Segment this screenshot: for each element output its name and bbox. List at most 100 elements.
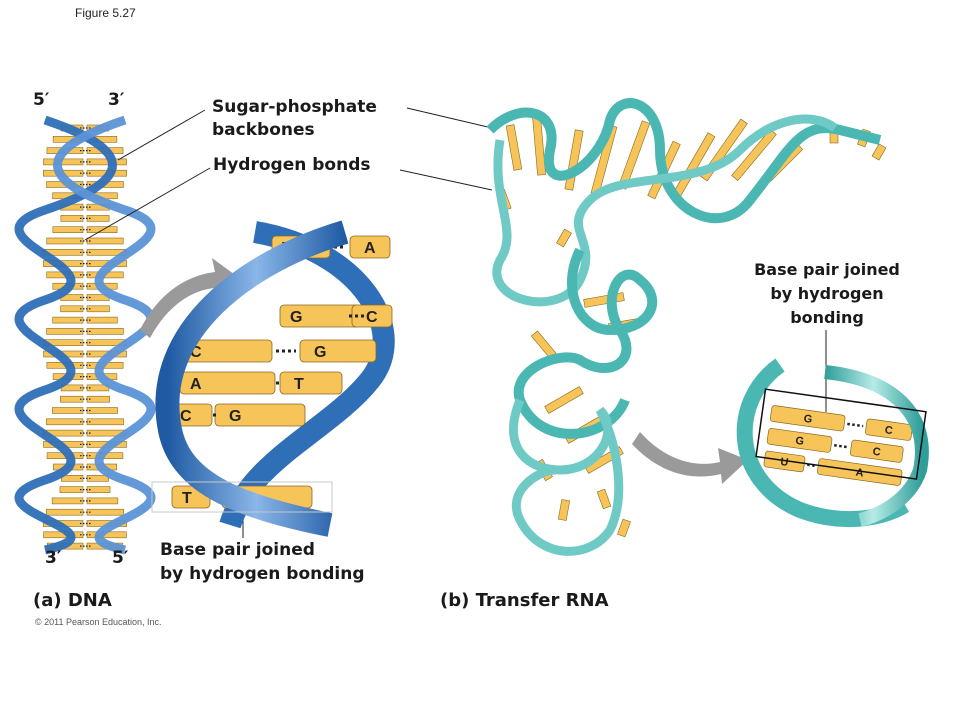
figure-label: Figure 5.27 xyxy=(75,6,136,20)
trna-base-letter-right: C xyxy=(884,424,894,437)
caption-dna: (a) DNA xyxy=(33,590,112,611)
dna-helix-bases xyxy=(42,124,128,550)
trna-strand-3 xyxy=(513,247,658,439)
dna-zoom-strand-front xyxy=(155,220,349,537)
dna-helix-base xyxy=(52,226,84,233)
label-hydrogen-bonds: Hydrogen bonds xyxy=(213,155,371,175)
dna-helix-base xyxy=(46,328,84,335)
dna-helix-base xyxy=(60,305,84,313)
dna-helix-base xyxy=(86,407,118,414)
trna-base xyxy=(564,129,584,191)
label-backbones-line2: backbones xyxy=(212,120,315,140)
trna-base-letter-left: U xyxy=(780,456,790,469)
dna-helix-base xyxy=(86,158,127,166)
dna-helix-base xyxy=(60,215,84,222)
trna-zoom-arrow xyxy=(632,432,748,484)
dna-base-letter-left: G xyxy=(290,309,302,326)
dna-base-right xyxy=(279,371,343,395)
leader-trna-backbones xyxy=(406,107,493,129)
dna-strand-1 xyxy=(14,115,117,555)
dna-helix-base xyxy=(86,316,118,324)
trna-zoom-pair: UA xyxy=(763,450,903,486)
dna-base-right xyxy=(299,339,377,363)
caption-trna: (b) Transfer RNA xyxy=(440,590,609,611)
dna-zoom-strand-back xyxy=(219,221,395,529)
trna-base xyxy=(583,292,625,308)
dna-end-top-left: 5′ xyxy=(33,90,50,110)
dna-helix-base xyxy=(46,418,84,426)
dna-helix-base xyxy=(52,407,84,414)
hydrogen-bond xyxy=(834,444,849,449)
dna-zoom-arrow xyxy=(140,258,242,338)
dna-helix-base xyxy=(52,316,84,324)
dna-helix-base xyxy=(86,508,125,516)
dna-helix xyxy=(14,115,156,555)
hydrogen-bond xyxy=(807,463,816,468)
trna-base-left xyxy=(766,428,833,453)
dna-helix-base xyxy=(86,237,124,245)
trna-strand-4 xyxy=(509,398,624,556)
trna-base-letter-left: G xyxy=(803,413,813,426)
dna-end-bottom-right: 5′ xyxy=(112,548,129,568)
dna-base-letter-right: A xyxy=(364,240,376,257)
label-trna-bp-line1: Base pair joined xyxy=(754,260,900,279)
dna-helix-base xyxy=(86,497,119,505)
dna-strand-2 xyxy=(53,115,156,555)
dna-helix-base xyxy=(51,497,84,505)
dna-helix-base xyxy=(86,328,124,335)
trna-base xyxy=(871,143,887,161)
dna-base-letter-left: C xyxy=(180,408,192,425)
trna-zoom-pair: GC xyxy=(766,428,904,463)
dna-helix-base xyxy=(86,418,124,426)
dna-base-letter-right: G xyxy=(314,344,326,361)
dna-helix-base xyxy=(45,508,84,516)
copyright-notice: © 2011 Pearson Education, Inc. xyxy=(35,617,162,627)
leader-backbones xyxy=(117,109,206,161)
label-trna-bp-line3: bonding xyxy=(790,308,864,327)
trna-base-letter-left: G xyxy=(795,435,805,448)
dna-zoom-highlight-box xyxy=(151,481,333,513)
trna-base-left xyxy=(763,450,806,473)
dna-base-letter-right: C xyxy=(366,309,378,326)
trna-base xyxy=(731,129,777,181)
trna-zoom-highlight-box xyxy=(755,388,927,480)
dna-helix-base xyxy=(59,395,84,403)
dna-end-bottom-left: 3′ xyxy=(45,548,62,568)
trna-base xyxy=(544,386,584,414)
trna-zoom-strand-front xyxy=(824,365,929,527)
trna-strand-1 xyxy=(486,98,882,224)
label-dna-bp-line1: Base pair joined xyxy=(160,540,315,560)
leader-trna-hbonds xyxy=(399,169,493,191)
trna-base xyxy=(596,488,612,510)
dna-end-top-right: 3′ xyxy=(108,90,125,110)
trna-base xyxy=(505,124,523,171)
label-dna-bp-line2: by hydrogen bonding xyxy=(160,564,365,584)
dna-base-letter-right: G xyxy=(229,408,241,425)
trna-base-left xyxy=(769,405,846,432)
trna-zoom-pair: GC xyxy=(769,405,913,441)
trna-base-right xyxy=(817,458,903,486)
trna-strand-2 xyxy=(492,114,838,307)
label-trna-bp-line2: by hydrogen xyxy=(770,284,884,303)
trna-base-right xyxy=(865,418,913,441)
trna-base xyxy=(556,228,572,248)
dna-base-letter-right: T xyxy=(294,376,304,393)
trna-base xyxy=(557,499,571,521)
leader-hbonds xyxy=(84,167,211,241)
dna-base-letter-left: A xyxy=(190,376,202,393)
dna-base-right xyxy=(349,235,391,259)
label-backbones-line1: Sugar-phosphate xyxy=(212,97,377,117)
dna-helix-base xyxy=(59,486,84,493)
hydrogen-bond xyxy=(847,422,864,428)
dna-helix-base xyxy=(43,158,84,166)
trna-base-letter-right: A xyxy=(855,467,865,480)
trna-base xyxy=(617,518,631,538)
trna-base-right xyxy=(849,439,904,463)
dna-helix-base xyxy=(46,237,84,245)
trna-base-letter-right: C xyxy=(872,446,882,459)
dna-base-letter-left: T xyxy=(182,490,192,507)
